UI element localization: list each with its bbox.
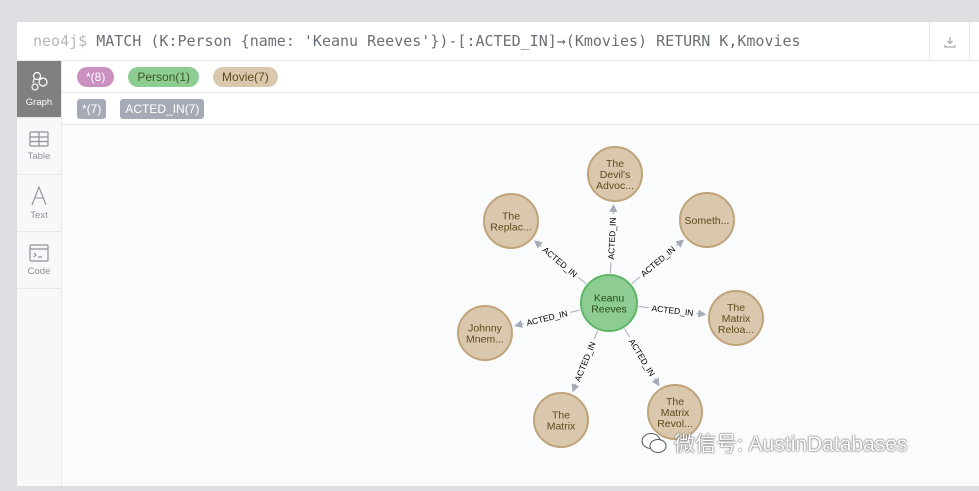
relationship-acted-in[interactable]: ACTED_IN [572, 331, 598, 392]
rel-pill-all[interactable]: *(7) [77, 99, 106, 119]
download-icon [944, 36, 956, 48]
rel-pill-acted-in[interactable]: ACTED_IN(7) [120, 99, 204, 119]
arrowhead-icon [675, 239, 684, 247]
arrowhead-icon [514, 320, 523, 328]
relationship-label[interactable]: ACTED_IN [639, 244, 678, 279]
relationship-line[interactable] [578, 277, 586, 283]
relationship-label[interactable]: ACTED_IN [572, 340, 597, 383]
arrowhead-icon [698, 310, 706, 318]
relationship-line[interactable] [570, 310, 580, 312]
node-caption-line[interactable]: Someth... [685, 215, 730, 227]
node-caption-line[interactable]: Reloa... [718, 324, 754, 336]
watermark-text: 微信号: AustinDatabases [674, 428, 907, 458]
label-pill-movie[interactable]: Movie(7) [213, 67, 278, 87]
label-pill-all[interactable]: *(8) [77, 67, 114, 87]
sidebar-label: Code [28, 266, 51, 277]
node-caption-line[interactable]: Replac... [490, 222, 531, 234]
arrowhead-icon [534, 240, 543, 248]
arrowhead-icon [652, 377, 660, 386]
relationship-line[interactable] [625, 329, 630, 337]
label-pill-person[interactable]: Person(1) [128, 67, 199, 87]
sidebar-item-text[interactable]: Text [17, 175, 61, 232]
node-caption[interactable]: Someth... [685, 215, 730, 227]
relationship-acted-in[interactable]: ACTED_IN [639, 303, 706, 318]
sidebar-item-table[interactable]: Table [17, 118, 61, 175]
relationship-acted-in[interactable]: ACTED_IN [625, 329, 660, 387]
view-sidebar: Graph Table Text Code [17, 61, 62, 486]
relationship-acted-in[interactable]: ACTED_IN [632, 239, 684, 283]
watermark: 微信号: AustinDatabases [640, 428, 907, 458]
relationship-label[interactable]: ACTED_IN [541, 245, 580, 280]
sidebar-label: Text [30, 210, 47, 221]
relationship-line[interactable] [632, 277, 640, 284]
relationship-label[interactable]: ACTED_IN [606, 217, 618, 259]
arrowhead-icon [609, 204, 617, 212]
relationship-label[interactable]: ACTED_IN [651, 303, 694, 318]
query-bar: neo4j$ MATCH (K:Person {name: 'Keanu Ree… [17, 22, 979, 61]
code-icon [29, 244, 49, 262]
table-icon [29, 131, 49, 147]
download-button[interactable] [929, 22, 970, 61]
relationship-legend: *(7) ACTED_IN(7) [62, 93, 979, 125]
sidebar-item-code[interactable]: Code [17, 232, 61, 289]
graph-icon [29, 71, 49, 93]
node-caption-line[interactable]: Reeves [591, 304, 627, 316]
relationship-acted-in[interactable]: ACTED_IN [514, 308, 580, 328]
relationship-label[interactable]: ACTED_IN [525, 308, 568, 328]
wechat-icon [640, 431, 668, 455]
node-caption-line[interactable]: Mnem... [466, 334, 504, 346]
result-frame: neo4j$ MATCH (K:Person {name: 'Keanu Ree… [17, 22, 979, 486]
text-icon [30, 186, 48, 206]
node-caption-line[interactable]: Matrix [547, 421, 576, 433]
relationship-acted-in[interactable]: ACTED_IN [534, 240, 586, 283]
query-text[interactable]: MATCH (K:Person {name: 'Keanu Reeves'})-… [96, 32, 800, 50]
sidebar-item-graph[interactable]: Graph [17, 61, 61, 118]
relationship-acted-in[interactable]: ACTED_IN [606, 204, 618, 273]
relationship-line[interactable] [594, 331, 598, 340]
node-caption-line[interactable]: Advoc... [596, 180, 634, 192]
sidebar-label: Table [28, 151, 51, 162]
node-label-legend: *(8) Person(1) Movie(7) [62, 61, 979, 93]
prompt: neo4j$ [33, 32, 87, 50]
sidebar-label: Graph [26, 97, 52, 108]
relationship-line[interactable] [639, 307, 649, 308]
relationship-label[interactable]: ACTED_IN [627, 337, 657, 378]
